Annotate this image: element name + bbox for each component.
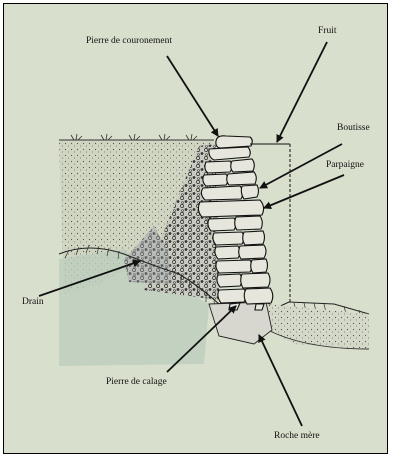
- arrow-batter: [277, 42, 327, 142]
- label-header-stone: Boutisse: [337, 123, 370, 133]
- arrow-crown-stone: [167, 56, 218, 136]
- label-drain: Drain: [22, 297, 44, 307]
- arrow-bedrock: [259, 335, 302, 426]
- label-batter: Fruit: [318, 26, 337, 36]
- label-bedrock: Roche mère: [274, 431, 320, 441]
- dry-stone-wall-diagram: Pierre de couronement Fruit Boutisse Par…: [4, 4, 388, 454]
- label-crown-stone: Pierre de couronement: [86, 36, 172, 46]
- diagram-frame: Pierre de couronement Fruit Boutisse Par…: [3, 3, 388, 454]
- label-through-stone: Parpaigne: [326, 160, 364, 170]
- label-wedge-stone: Pierre de calage: [106, 377, 167, 387]
